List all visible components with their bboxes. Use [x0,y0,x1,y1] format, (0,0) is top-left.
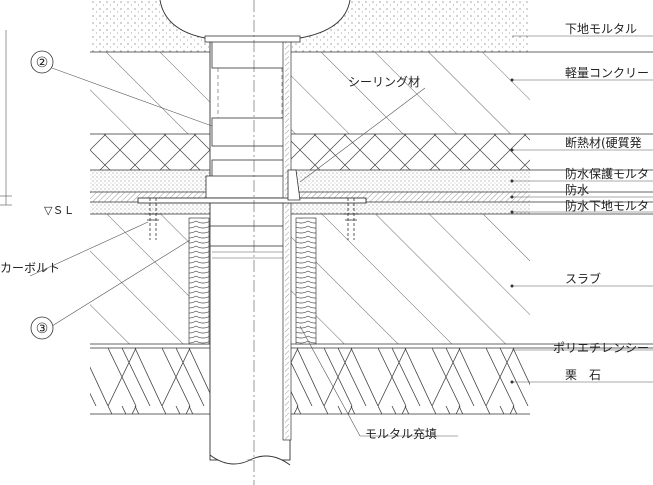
svg-text:③: ③ [36,321,49,337]
label-waterproofing: 防水 [565,182,589,197]
label-sealing: シーリング材 [348,75,420,89]
label-gravel: 栗 石 [565,368,601,382]
pipe [205,39,295,466]
label-mortar-fill: モルタル充填 [365,426,437,441]
lightweight-concrete-layer [90,52,653,135]
gravel-layer [90,348,530,415]
callout-2: ② [30,50,54,74]
sealing-bead [287,169,301,201]
dimension-fragment [0,30,12,206]
flange [137,197,367,204]
label-polyethylene-sheet: ポリエチレンシー [553,341,649,355]
callout-3: ③ [30,316,54,340]
label-sl: ▽ＳＬ [44,204,74,217]
fixture-bowl [159,0,351,43]
label-lightweight-concrete: 軽量コンクリー [565,66,649,80]
label-waterproof-base-mortar: 防水下地モルタ [565,198,649,213]
svg-text:②: ② [36,55,49,71]
anchor-bolt-left [145,198,161,240]
label-protective-mortar: 防水保護モルタ [565,166,649,181]
label-insulation: 断熱材(硬質発 [565,135,642,150]
mortar-fill-columns [188,217,317,345]
label-base-mortar: 下地モルタル [565,22,637,36]
leaders [29,35,653,437]
anchor-bolt-right [343,198,359,240]
insulation-layer [90,134,653,171]
label-anchor-bolt: カーボルト [0,261,60,275]
label-slab: スラブ [565,271,601,286]
